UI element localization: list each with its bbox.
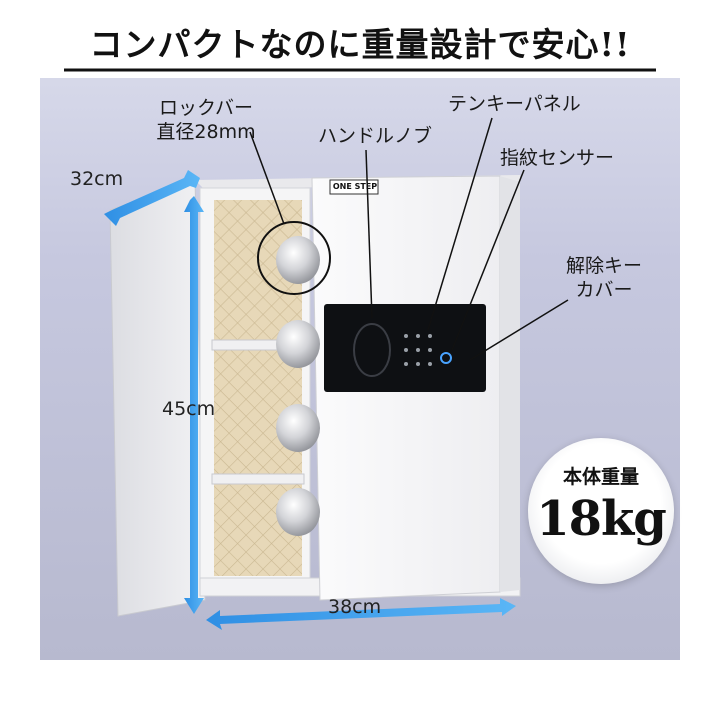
callout-key-cover-line1: 解除キー bbox=[565, 255, 642, 277]
dimension-depth: 32cm bbox=[70, 168, 124, 190]
weight-title: 本体重量 bbox=[562, 466, 639, 488]
keypad-panel bbox=[324, 304, 486, 392]
callout-lines bbox=[249, 117, 569, 361]
callout-lock-bar-line1: ロックバー bbox=[158, 97, 254, 119]
background-top-band bbox=[40, 46, 680, 78]
callout-key-cover-line2: カバー bbox=[575, 279, 633, 301]
callout-handle-knob: ハンドルノブ bbox=[318, 125, 433, 147]
keypad-keys bbox=[404, 334, 432, 366]
dimension-arrows bbox=[104, 170, 516, 630]
brand-label: ONE STEP bbox=[332, 182, 378, 191]
callout-key-cover: 解除キー カバー bbox=[556, 254, 652, 302]
interior-shelf-2 bbox=[211, 473, 305, 485]
dimension-height: 45cm bbox=[162, 398, 216, 420]
door-edge bbox=[500, 176, 520, 592]
weight-value: 18kg bbox=[536, 491, 667, 547]
callout-lock-bar-line2: 直径28mm bbox=[156, 121, 256, 143]
lock-bar-highlight-ring bbox=[257, 221, 331, 295]
weight-badge: 本体重量 18kg bbox=[528, 438, 674, 584]
fingerprint-sensor-outline bbox=[353, 323, 391, 377]
brand-plate bbox=[329, 179, 379, 195]
callout-lock-bar: ロックバー 直径28mm bbox=[146, 96, 266, 144]
lock-bars bbox=[276, 236, 320, 536]
dimension-width: 38cm bbox=[328, 596, 382, 618]
keypad-sensor-dot bbox=[440, 352, 452, 364]
callout-keypad-panel: テンキーパネル bbox=[448, 93, 581, 115]
callout-fingerprint-sensor: 指紋センサー bbox=[500, 147, 615, 169]
headline: コンパクトなのに重量設計で安心!! bbox=[89, 25, 631, 64]
